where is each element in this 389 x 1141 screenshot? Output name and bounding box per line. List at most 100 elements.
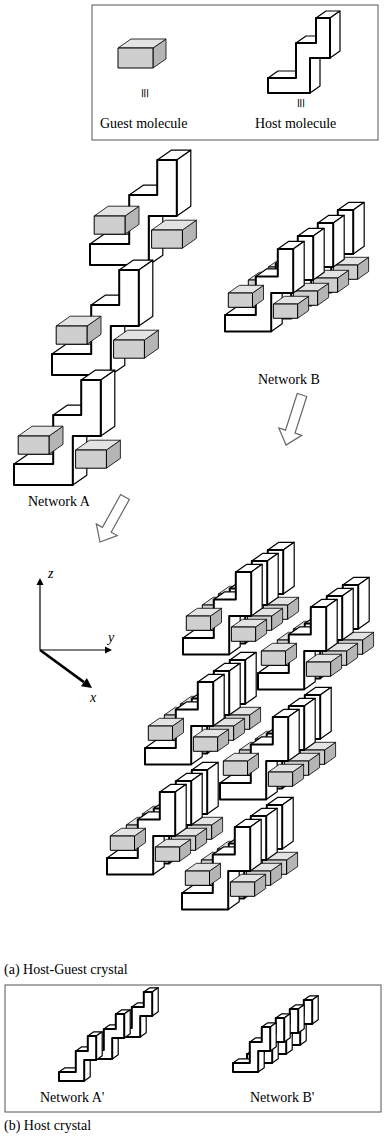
- guest-molecule-front: [56, 326, 87, 344]
- axis-head: [81, 678, 92, 688]
- block-arrow: [96, 495, 129, 542]
- guest-molecule-front: [148, 726, 172, 740]
- guest-molecule-front: [94, 216, 125, 234]
- guest-molecule-front: [193, 737, 217, 751]
- guest-molecule-front: [110, 836, 134, 850]
- guest-molecule-side: [273, 296, 308, 304]
- guest-molecule-front: [306, 662, 330, 676]
- host-molecule-side: [320, 687, 331, 739]
- guest-molecule: [273, 296, 308, 318]
- legend-samples: [118, 11, 340, 93]
- host-molecule-side: [293, 241, 304, 293]
- guest-molecule-side: [56, 316, 101, 326]
- host-molecule: [14, 370, 115, 485]
- guest-molecule-front: [114, 340, 145, 358]
- figure-label: (a) Host-Guest crystal: [4, 962, 128, 978]
- figure-label: x: [90, 690, 96, 706]
- guest-molecule: [148, 718, 183, 740]
- guest-molecule-side: [261, 643, 296, 651]
- host-molecule-side: [101, 370, 115, 436]
- host-molecule-side: [333, 215, 344, 267]
- legend-text: Guest molecule: [100, 116, 187, 132]
- figure-label: ≡: [292, 98, 310, 108]
- guest-molecule-front: [230, 882, 254, 896]
- host-molecule-front: [145, 682, 213, 765]
- host-molecule-side: [353, 202, 364, 254]
- host-molecule-side: [139, 260, 153, 326]
- guest-molecule-front: [231, 627, 255, 641]
- host-molecule: [107, 784, 186, 874]
- guest-molecule-front: [118, 48, 153, 68]
- host-molecule-side: [213, 674, 224, 726]
- guest-molecule: [306, 654, 341, 676]
- network-b: [225, 202, 369, 331]
- guest-molecule: [18, 426, 63, 454]
- host-molecule: [268, 11, 340, 93]
- axis-head: [105, 647, 112, 654]
- guest-molecule-side: [223, 753, 258, 761]
- legend-text: Host molecule: [255, 116, 336, 132]
- guest-molecule-side: [114, 330, 159, 340]
- guest-molecule: [261, 643, 296, 665]
- guest-molecule-side: [268, 764, 303, 772]
- figure-label: (b) Host crystal: [4, 1118, 91, 1134]
- host-molecule: [285, 202, 364, 292]
- guest-molecule: [230, 874, 265, 896]
- guest-molecule-side: [94, 206, 139, 216]
- guest-molecule: [268, 764, 303, 786]
- guest-molecule: [118, 39, 166, 68]
- host-molecule-front: [183, 572, 251, 655]
- guest-molecule: [110, 828, 145, 850]
- guest-molecule: [114, 330, 159, 358]
- guest-molecule: [185, 863, 220, 885]
- guest-molecule: [193, 729, 228, 751]
- host-molecule-side: [313, 228, 324, 280]
- host-molecule-side: [326, 599, 337, 651]
- host-molecule-front: [52, 270, 139, 375]
- guest-molecule-side: [228, 285, 263, 293]
- host-molecule-side: [191, 773, 202, 825]
- host-molecule-side: [251, 564, 262, 616]
- host-molecule: [233, 1023, 276, 1072]
- figure-label: Network A': [40, 1090, 104, 1106]
- guest-molecule-front: [223, 761, 247, 775]
- host-molecule-side: [304, 698, 315, 750]
- host-molecule-front: [14, 380, 101, 485]
- guest-molecule-front: [228, 293, 252, 307]
- legend-frame: [92, 5, 378, 140]
- guest-molecule-front: [155, 847, 179, 861]
- network-b-prime: [233, 996, 318, 1072]
- guest-molecule-side: [76, 440, 121, 450]
- host-molecule-side: [342, 588, 353, 640]
- network-a: [14, 150, 196, 485]
- host-molecule-side: [250, 819, 261, 871]
- guest-molecule-front: [261, 651, 285, 665]
- axis-line: [40, 649, 105, 650]
- host-molecule-side: [175, 784, 186, 836]
- guest-molecule-side: [231, 619, 266, 627]
- host-molecule-front: [59, 1036, 96, 1081]
- axis-head: [37, 578, 44, 585]
- guest-molecule-side: [185, 863, 220, 871]
- axis-line: [40, 650, 84, 682]
- host-molecule-side: [358, 577, 369, 629]
- guest-molecule-side: [193, 729, 228, 737]
- guest-molecule-side: [152, 220, 197, 230]
- guest-molecule: [152, 220, 197, 248]
- guest-molecule-side: [110, 828, 145, 836]
- network-a-prime: [59, 988, 158, 1081]
- host-molecule-front: [233, 1027, 270, 1072]
- host-molecule-side: [282, 797, 293, 849]
- guest-molecule: [223, 753, 258, 775]
- guest-molecule: [228, 285, 263, 307]
- host-molecule: [52, 260, 153, 375]
- host-molecule-side: [207, 762, 218, 814]
- host-molecule: [59, 1032, 102, 1081]
- guest-molecule-front: [18, 436, 49, 454]
- figure-label: z: [48, 566, 53, 582]
- guest-molecule-front: [152, 230, 183, 248]
- host-guest-crystal: [107, 542, 374, 909]
- guest-molecule-front: [268, 772, 292, 786]
- figure-label: ≡: [136, 88, 154, 98]
